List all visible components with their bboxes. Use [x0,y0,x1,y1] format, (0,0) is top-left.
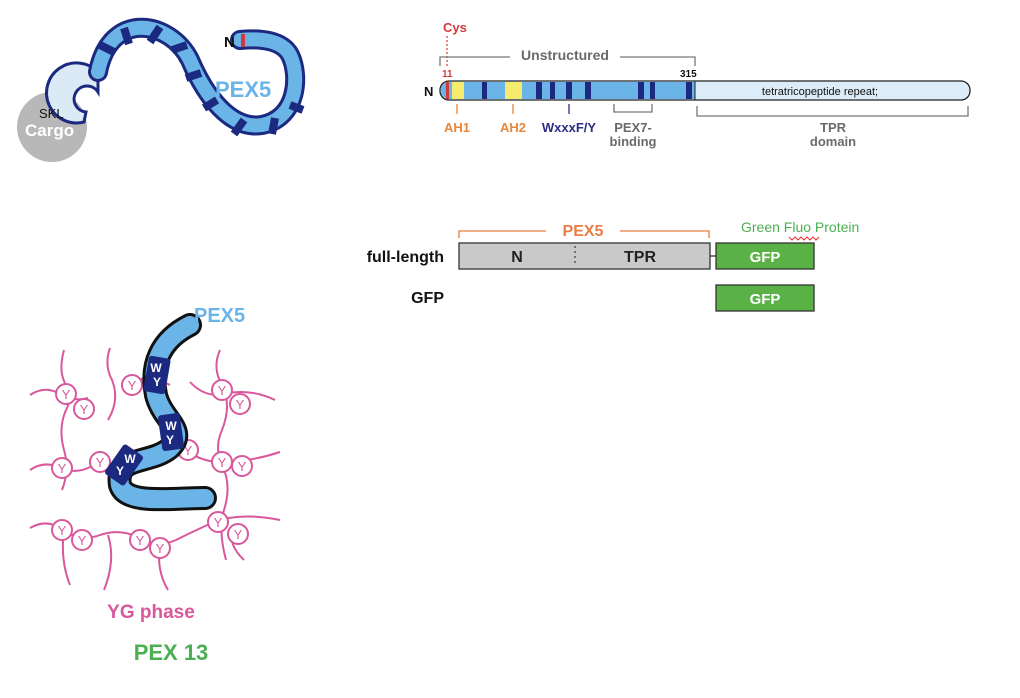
yg-node-letter: Y [184,443,193,458]
skl-label: SKL [39,106,64,121]
yg-node: Y [211,451,233,473]
spellcheck-underline [788,236,820,241]
unstructured-label: Unstructured [521,47,609,63]
pex5-construct-bar [458,242,711,270]
wy-w-2: W [165,419,177,433]
yg-node-letter: Y [58,523,67,538]
construct-tpr-segment: TPR [624,249,656,266]
yg-node: Y [55,383,77,405]
phase-pex5-label: PEX5 [194,305,245,327]
position-315: 315 [680,69,697,80]
tpr-bracket [696,106,969,117]
tpr-label-line1: TPR [820,120,847,135]
yg-node-letter: Y [238,459,247,474]
motif-segments [482,82,692,99]
gfp-fusion-bar [715,242,815,270]
fulllength-label: full-length [367,249,444,266]
yg-node: Y [121,374,143,396]
yg-node: Y [149,537,171,559]
yg-node-letter: Y [156,541,165,556]
yg-node: Y [51,457,73,479]
wy-w-1: W [150,361,162,375]
yg-node: Y [89,451,111,473]
yg-node: Y [207,511,229,533]
cys-residue [446,82,449,99]
constructs-pex5-label: PEX5 [563,223,604,240]
wy-w-3: W [124,452,136,466]
cartoon-n-terminus: N [224,34,235,51]
cys-label: Cys [443,20,467,35]
pex13-label: PEX 13 [134,640,209,665]
cargo-label: Cargo [25,121,74,140]
pex5-domain-map: Cys Unstructured 11 315 N tetratricopept… [424,20,971,149]
tpr-label-line2: domain [810,134,856,149]
pex7-bracket [613,104,653,113]
yg-nodes: Y Y Y Y Y Y Y Y Y Y Y Y Y Y Y Y [51,374,253,559]
wy-y-1: Y [153,375,161,389]
receptor-hook [45,61,100,125]
gfp-only-bar [715,284,815,312]
pex5-cargo-cartoon: N PEX5 SKL Cargo [17,17,306,162]
yg-node-letter: Y [136,533,145,548]
yg-node-letter: Y [96,455,105,470]
yg-node: Y [51,519,73,541]
wxxxf-label: WxxxF/Y [542,120,597,135]
gfp-only-label: GFP [411,290,444,307]
yg-phase-label: YG phase [107,602,195,623]
wy-motifs [105,355,185,486]
yg-node-letter: Y [218,455,227,470]
yg-phase-panel: Y Y Y Y Y Y Y Y Y Y Y Y Y Y Y Y W Y W [29,305,281,665]
pex7-label-line2: binding [610,134,657,149]
yg-node-letter: Y [214,515,223,530]
yg-node: Y [71,529,93,551]
yg-node: Y [129,529,151,551]
gfp-title: Green Fluo Protein [741,219,859,235]
yg-node-letter: Y [62,387,71,402]
gfp-fusion-text: GFP [750,249,781,266]
constructs-panel: PEX5 Green Fluo Protein full-length N TP… [367,219,859,312]
yg-node: Y [211,379,233,401]
yg-node-letter: Y [128,378,137,393]
yg-node-letter: Y [236,397,245,412]
yg-node-letter: Y [78,533,87,548]
pex5-bracket [458,230,710,238]
cartoon-pex5-label: PEX5 [215,77,271,102]
yg-node-letter: Y [234,527,243,542]
yg-node: Y [227,523,249,545]
ah1-label: AH1 [444,120,470,135]
tpr-bar-text: tetratricopeptide repeat; [762,86,878,98]
yg-node: Y [231,455,253,477]
ah1-segment [452,82,464,99]
position-11: 11 [442,69,453,80]
ah2-segment [505,82,522,99]
gfp-only-text: GFP [750,291,781,308]
construct-n-segment: N [511,249,523,266]
ah2-label: AH2 [500,120,526,135]
yg-node-letter: Y [58,461,67,476]
pex7-label-line1: PEX7- [614,120,652,135]
yg-node: Y [229,393,251,415]
yg-node: Y [73,398,95,420]
wy-y-2: Y [166,433,174,447]
pex5-chain [91,20,303,133]
unstructured-bracket [439,56,696,66]
yg-node-letter: Y [218,383,227,398]
pex5-motif-bands [96,24,305,137]
map-n-terminus: N [424,84,433,99]
yg-node-letter: Y [80,402,89,417]
wy-y-3: Y [116,464,124,478]
